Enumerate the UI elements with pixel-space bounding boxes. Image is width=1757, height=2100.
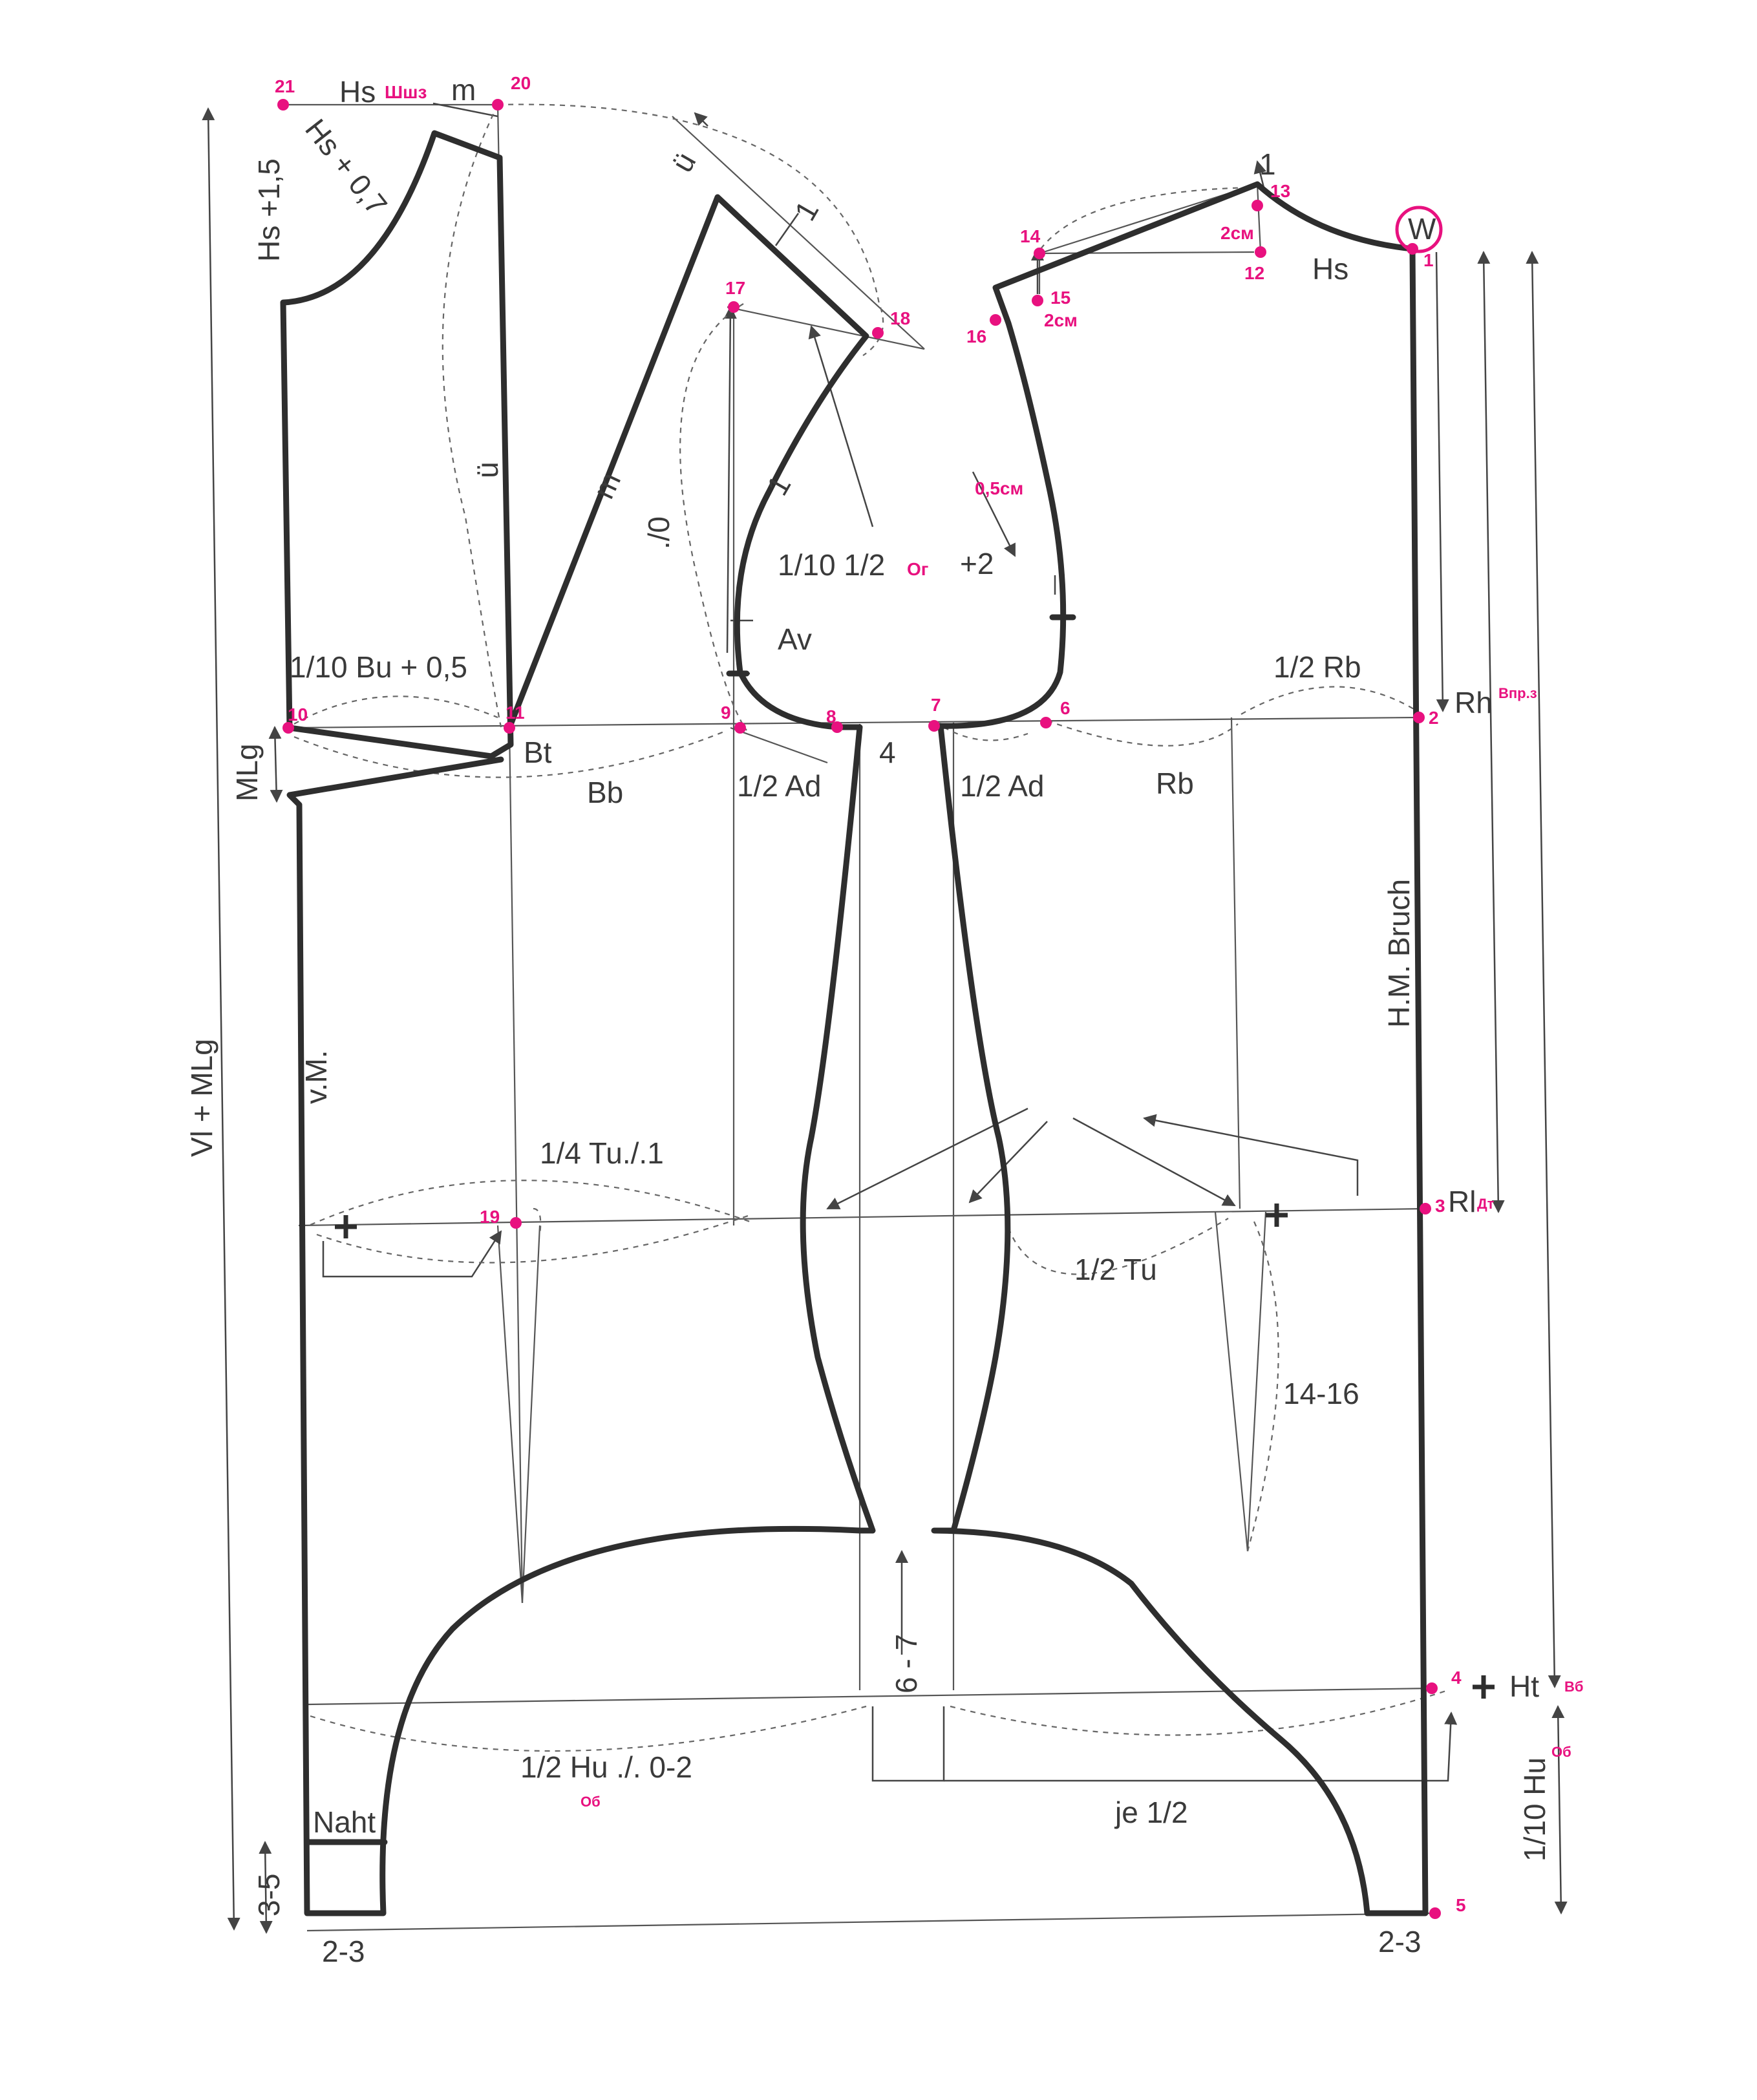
- point-8: 8: [826, 706, 836, 727]
- label-rb: Rb: [1156, 767, 1194, 800]
- point-20: 20: [511, 73, 531, 93]
- label-rh: Rh: [1454, 686, 1493, 719]
- point-21: 21: [275, 76, 295, 96]
- lapel-strap-outline: [506, 194, 869, 731]
- label-vl-mlg: Vl + MLg: [185, 1039, 218, 1157]
- label-hm-bruch: H.M. Bruch: [1382, 879, 1416, 1028]
- label-fourteen-sixteen: 14-16: [1283, 1377, 1359, 1410]
- label-vb: Вб: [1564, 1679, 1583, 1695]
- numbered-points: 1 2 3 4 5 6 7 8 9 10 11 12 13 14 15 16 1…: [275, 73, 1466, 1919]
- point-2: 2: [1429, 708, 1439, 728]
- label-tenth-half: 1/10 1/2: [778, 548, 885, 582]
- label-hs-plus-15: Hs +1,5: [252, 158, 286, 262]
- point-19: 19: [480, 1207, 500, 1227]
- label-mlg: MLg: [230, 744, 264, 801]
- label-vm: v.M.: [299, 1050, 333, 1104]
- point-16: 16: [966, 326, 986, 346]
- label-m-diag: m: [586, 467, 627, 504]
- cross-marks: [335, 1204, 1495, 1699]
- label-ob-b: Об: [1551, 1744, 1571, 1760]
- point-11: 11: [506, 703, 525, 723]
- point-15: 15: [1050, 288, 1070, 308]
- label-half-ad-l: 1/2 Ad: [737, 769, 821, 803]
- point-18: 18: [890, 308, 910, 328]
- label-half-hu: 1/2 Hu ./. 0-2: [520, 1750, 692, 1784]
- label-tenth-bu: 1/10 Bu + 0,5: [290, 650, 467, 684]
- collar-piece-outline: [280, 130, 514, 759]
- point-5: 5: [1456, 1895, 1466, 1915]
- point-9: 9: [721, 703, 731, 723]
- label-two-cm-a: 2см: [1220, 223, 1254, 243]
- point-4: 4: [1451, 1668, 1462, 1688]
- label-two-three-l: 2-3: [322, 1935, 365, 1968]
- pattern-outlines: [280, 130, 1429, 1916]
- label-shhz: Шшз: [385, 82, 427, 102]
- label-rl: Rl: [1448, 1185, 1476, 1218]
- label-hs-plus-07: Hs + 0,7: [299, 112, 394, 221]
- label-m-top: m: [451, 73, 476, 107]
- label-av: Av: [778, 622, 812, 656]
- point-3: 3: [1435, 1196, 1445, 1216]
- label-three-five: 3-5: [252, 1874, 286, 1916]
- label-zero-five-cm: 0,5см: [975, 478, 1023, 498]
- label-hs-right: Hs: [1312, 252, 1348, 286]
- point-10: 10: [288, 705, 308, 725]
- label-six-seven: 6 - 7: [889, 1634, 923, 1693]
- label-half-ad-r: 1/2 Ad: [960, 769, 1044, 803]
- label-u-top: ü: [665, 147, 703, 178]
- label-half-rb: 1/2 Rb: [1273, 650, 1361, 684]
- point-13: 13: [1270, 181, 1290, 201]
- front-bodice-outline: [286, 724, 876, 1916]
- point-1: 1: [1423, 250, 1434, 270]
- label-bb: Bb: [587, 776, 623, 809]
- label-hs-top: Hs: [339, 75, 376, 109]
- label-naht: Naht: [313, 1805, 376, 1839]
- label-je-half: je 1/2: [1114, 1796, 1188, 1829]
- label-bt: Bt: [524, 736, 552, 769]
- label-four: 4: [879, 736, 896, 769]
- label-ht: Ht: [1509, 1670, 1539, 1703]
- label-vprz: Впр.з: [1498, 685, 1537, 701]
- point-12: 12: [1244, 263, 1264, 283]
- label-u-mid: ü: [471, 461, 504, 478]
- label-dt: Дт: [1477, 1196, 1495, 1212]
- point-17: 17: [725, 278, 745, 298]
- label-ob-a: Об: [580, 1794, 601, 1810]
- point-6: 6: [1060, 698, 1070, 718]
- label-one-shoulder: 1: [1259, 147, 1276, 181]
- label-two-cm-b: 2см: [1044, 310, 1078, 330]
- text-labels: Hs Шшз m Hs +1,5 Hs + 0,7 ü ü m 1 ./0 1 …: [185, 73, 1583, 1968]
- label-quarter-tu: 1/4 Tu./.1: [540, 1136, 664, 1170]
- dashed-arcs: [293, 103, 1449, 1752]
- back-bodice-outline: [931, 181, 1429, 1916]
- w-circle-mark: [1395, 206, 1443, 253]
- label-two-three-r: 2-3: [1378, 1925, 1421, 1958]
- construction-lines: [202, 102, 1568, 1934]
- label-slash-zero: ./0: [642, 516, 676, 549]
- label-half-tu: 1/2 Tu: [1074, 1253, 1157, 1286]
- point-7: 7: [931, 695, 941, 715]
- label-og: Ог: [907, 559, 928, 579]
- point-14: 14: [1020, 226, 1041, 246]
- label-plus-two: +2: [960, 547, 994, 580]
- label-w-mark: W: [1408, 212, 1436, 246]
- label-tenth-hu: 1/10 Hu: [1518, 1757, 1551, 1861]
